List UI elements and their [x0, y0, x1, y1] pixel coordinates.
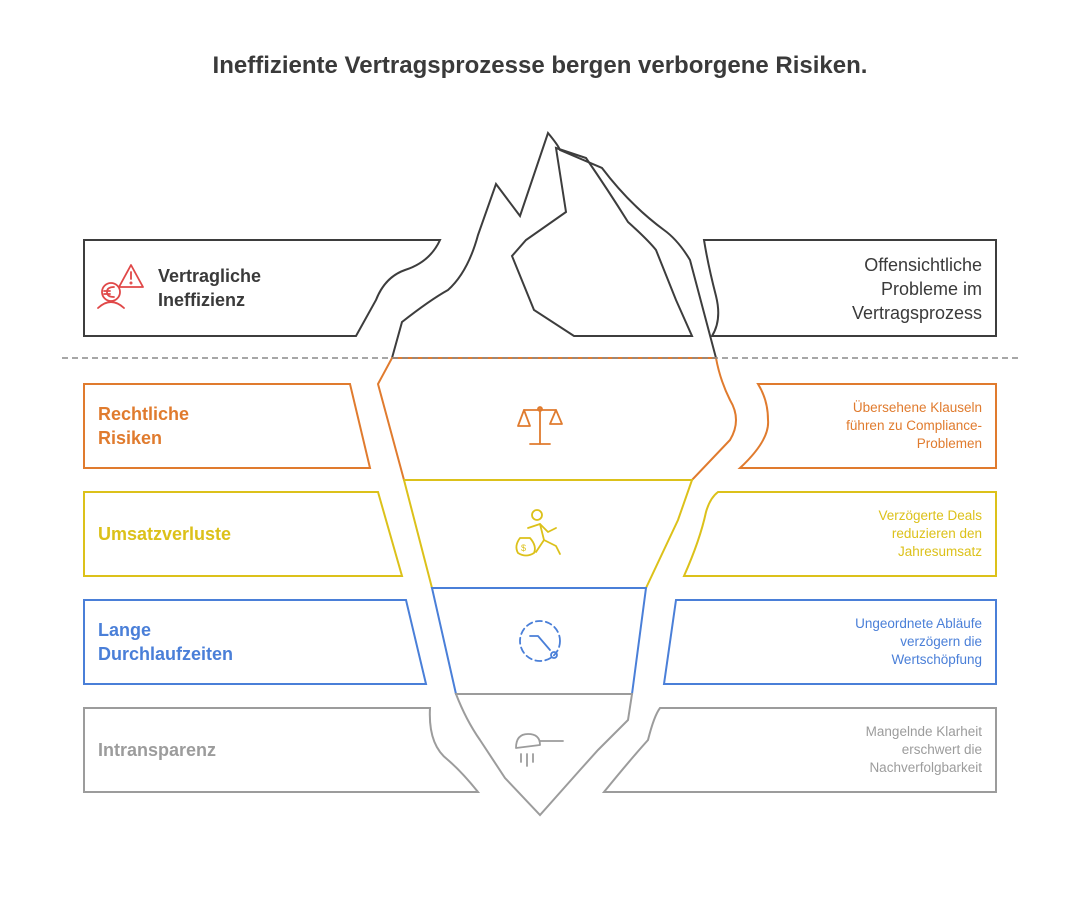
- legal-risks-label: Rechtliche Risiken: [98, 402, 189, 450]
- legal-risks-description: Übersehene Klauseln führen zu Compliance…: [846, 399, 982, 453]
- layer-legal-shape: [376, 357, 737, 481]
- intransparency-description: Mangelnde Klarheit erschwert die Nachver…: [866, 723, 982, 777]
- lead-times-description-line: Ungeordnete Abläufe: [855, 616, 982, 631]
- top-description-line: Probleme im: [880, 279, 982, 299]
- box-legal-left: [83, 383, 372, 469]
- intransparency-description-line: erschwert die: [901, 742, 982, 757]
- lead-times-label: Lange Durchlaufzeiten: [98, 618, 233, 666]
- revenue-loss-description: Verzögerte Deals reduzieren den Jahresum…: [878, 507, 982, 561]
- legal-risks-description-line: führen zu Compliance-: [846, 418, 982, 433]
- lead-times-label-line: Durchlaufzeiten: [98, 644, 234, 664]
- box-revenue-left: [83, 491, 404, 577]
- top-description-line: Offensichtliche: [864, 255, 982, 275]
- page-title: Ineffiziente Vertragsprozesse bergen ver…: [212, 52, 868, 79]
- euro-warning-icon: [97, 264, 144, 309]
- legal-risks-description-line: Problemen: [916, 436, 982, 451]
- revenue-loss-label: Umsatzverluste: [98, 522, 231, 546]
- box-top-right: [702, 239, 997, 337]
- dashed-clock-icon: [519, 620, 561, 662]
- iceberg-peak-outline: [391, 130, 717, 359]
- revenue-loss-description-line: reduzieren den: [891, 526, 982, 541]
- box-legal-right: [737, 383, 997, 469]
- lead-times-label-line: Lange: [98, 620, 152, 640]
- intransparency-label: Intransparenz: [98, 738, 216, 762]
- box-revenue-right: [682, 491, 997, 577]
- top-label-line: Vertragliche: [158, 266, 262, 286]
- legal-risks-description-line: Übersehene Klauseln: [852, 400, 982, 415]
- intransparency-description-line: Nachverfolgbarkeit: [869, 760, 982, 775]
- layer-time-shape: [430, 587, 648, 695]
- rain-cloud-icon: [515, 733, 564, 767]
- revenue-loss-description-line: Verzögerte Deals: [878, 508, 982, 523]
- box-transparency-right: [601, 707, 997, 793]
- top-description: Offensichtliche Probleme im Vertragsproz…: [852, 253, 982, 325]
- intransparency-description-line: Mangelnde Klarheit: [865, 724, 982, 739]
- intransparency-label-line: Intransparenz: [98, 740, 217, 760]
- svg-text:$: $: [521, 543, 526, 553]
- box-time-left: [83, 599, 428, 685]
- box-time-right: [662, 599, 997, 685]
- revenue-loss-description-line: Jahresumsatz: [897, 544, 982, 559]
- top-label-line: Ineffizienz: [158, 290, 246, 310]
- box-transparency-left: [83, 707, 481, 793]
- box-top-left: [83, 239, 442, 337]
- lead-times-description: Ungeordnete Abläufe verzögern die Wertsc…: [855, 615, 982, 669]
- layer-revenue-shape: [402, 479, 694, 589]
- top-label: Vertragliche Ineffizienz: [158, 264, 261, 312]
- lead-times-description-line: Wertschöpfung: [891, 652, 982, 667]
- scales-icon: [517, 406, 563, 445]
- running-money-icon: $: [515, 509, 561, 557]
- revenue-loss-label-line: Umsatzverluste: [98, 524, 232, 544]
- legal-risks-label-line: Risiken: [98, 428, 163, 448]
- iceberg-peak-inner: [510, 146, 694, 337]
- layer-transparency-shape: [454, 693, 634, 817]
- lead-times-description-line: verzögern die: [900, 634, 982, 649]
- legal-risks-label-line: Rechtliche: [98, 404, 190, 424]
- top-description-line: Vertragsprozess: [851, 303, 982, 323]
